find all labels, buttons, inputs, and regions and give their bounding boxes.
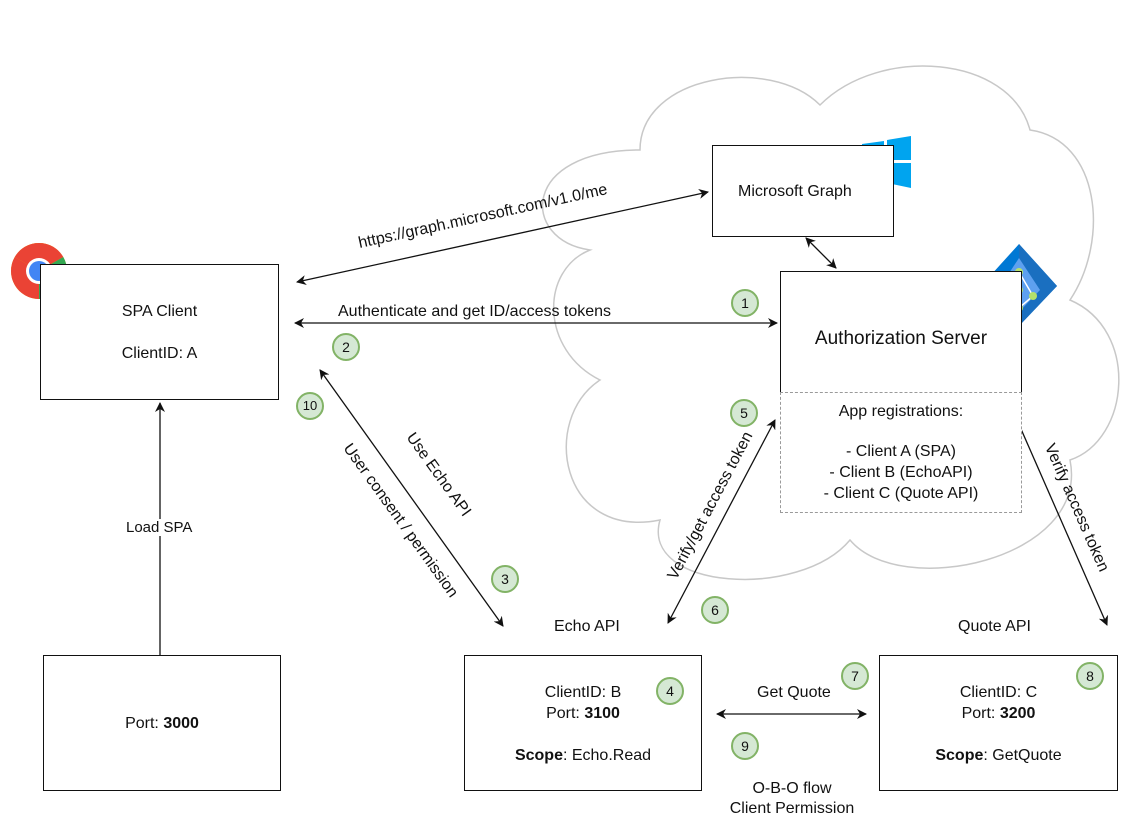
registration-client-b: - Client B (EchoAPI) [829,464,973,481]
quote-api-client-id: ClientID: C [959,684,1038,701]
spa-client-box: SPA Client ClientID: A [40,264,279,400]
graph-auth-arrow [805,237,837,269]
port-value: 3000 [163,715,199,732]
echo-api-client-id: ClientID: B [544,684,622,701]
echo-api-port: Port: 3100 [465,705,701,723]
port-label: Port: [125,715,164,732]
echo-api-title: Echo API [554,618,620,635]
port-label: Port: [961,705,1000,722]
graph-url-arrow [296,189,709,285]
echo-auth-arrow [667,419,776,624]
echo-api-box: ClientID: B Port: 3100 Scope: Echo.Read [464,655,702,791]
step-badge: 9 [731,732,759,760]
spa-echo-arrow [319,369,504,627]
scope-label: Scope [514,747,563,764]
echo-api-scope: Scope: Echo.Read [465,747,701,765]
microsoft-graph-title: Microsoft Graph [738,183,852,200]
quote-api-title: Quote API [958,618,1031,635]
quote-auth-arrow [1009,403,1108,626]
port-label: Port: [546,705,585,722]
scope-value: : Echo.Read [562,747,652,764]
client-permission-label: Client Permission [729,800,855,817]
step-badge: 4 [656,677,684,705]
registration-client-c: - Client C (Quote API) [823,485,979,502]
port-value: 3100 [584,705,620,722]
authorization-server-box: Authorization Server [780,271,1022,396]
app-registrations-title: App registrations: [838,403,964,420]
step-badge: 7 [841,662,869,690]
get-quote-label: Get Quote [757,684,831,701]
step-badge: 1 [731,289,759,317]
step-badge: 5 [730,399,758,427]
port-value: 3200 [999,705,1036,722]
step-badge: 6 [701,596,729,624]
registration-client-a: - Client A (SPA) [846,443,956,460]
step-badge: 2 [332,333,360,361]
spa-host-port: Port: 3000 [44,715,280,733]
load-spa-label: Load SPA [124,519,195,536]
spa-client-title: SPA Client [121,303,198,320]
spa-host-box: Port: 3000 [43,655,281,791]
scope-label: Scope [935,747,984,764]
app-registrations-box: App registrations: - Client A (SPA) - Cl… [780,392,1022,513]
quote-api-port: Port: 3200 [880,705,1117,723]
step-badge: 3 [491,565,519,593]
authenticate-label: Authenticate and get ID/access tokens [338,303,612,320]
quote-api-scope: Scope: GetQuote [880,747,1117,765]
obo-flow-label: O-B-O flow [752,780,832,797]
spa-client-id: ClientID: A [121,345,198,362]
step-badge: 8 [1076,662,1104,690]
authorization-server-title: Authorization Server [814,328,988,349]
scope-value: : GetQuote [983,747,1062,764]
step-badge: 10 [296,392,324,420]
microsoft-graph-box: Microsoft Graph [712,145,894,237]
